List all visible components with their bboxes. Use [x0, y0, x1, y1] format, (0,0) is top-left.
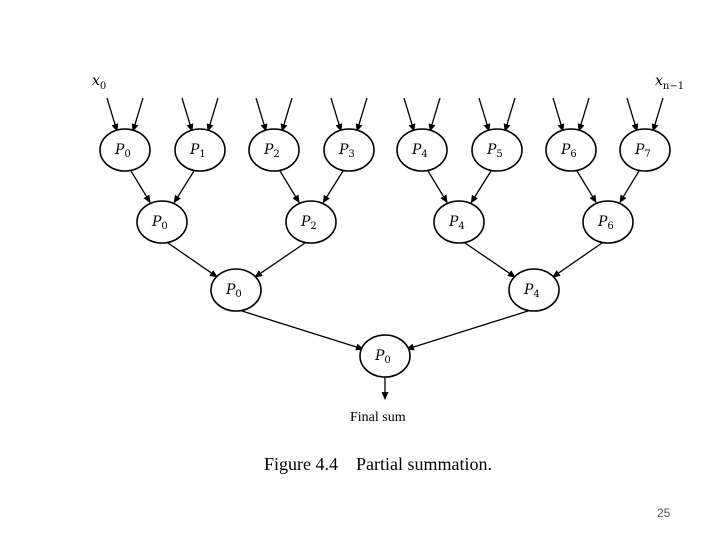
input-arrow: [280, 97, 293, 132]
page-number: 25: [657, 506, 671, 520]
processor-node-circle: [323, 128, 375, 172]
processor-node: P4: [433, 200, 485, 244]
processor-node-label: P0: [151, 214, 168, 232]
processor-node-circle: [285, 200, 337, 244]
tree-edge-arrow: [167, 242, 218, 278]
processor-node: P2: [285, 200, 337, 244]
tree-edge-arrow: [173, 170, 195, 204]
processor-node-label: P0: [374, 348, 391, 366]
input-arrow: [106, 97, 119, 132]
processor-node-label: P6: [560, 142, 577, 160]
processor-node-label: P4: [523, 282, 540, 300]
input-arrow: [651, 97, 664, 132]
processor-node: P1: [174, 128, 226, 172]
tree-edge-arrow: [552, 242, 603, 278]
input-arrow: [503, 97, 516, 132]
processor-node: P7: [619, 128, 671, 172]
processor-node-circle: [508, 268, 560, 312]
tree-edge-arrow: [427, 170, 448, 204]
processor-node-label: P2: [263, 142, 280, 160]
input-arrow: [330, 97, 343, 132]
processor-node-circle: [433, 200, 485, 244]
input-label-first: x0: [92, 73, 106, 92]
processor-node-circle: [99, 128, 151, 172]
processor-node-label: P7: [634, 142, 651, 160]
processor-node-label: P3: [338, 142, 355, 160]
processor-node-circle: [248, 128, 300, 172]
processor-node-label: P6: [597, 214, 614, 232]
input-arrow: [206, 97, 219, 132]
tree-edge-arrow: [241, 310, 365, 351]
tree-edge-arrow: [254, 242, 306, 278]
tree-edge-arrow: [619, 170, 640, 204]
final-sum-label: Final sum: [350, 410, 406, 425]
input-arrow: [428, 97, 441, 132]
processor-node-circle: [359, 334, 411, 378]
processor-node-label: P4: [411, 142, 428, 160]
processor-node-circle: [545, 128, 597, 172]
processor-node-circle: [471, 128, 523, 172]
processor-node: P6: [582, 200, 634, 244]
processor-node: P6: [545, 128, 597, 172]
input-arrow: [131, 97, 144, 132]
processor-node-label: P1: [189, 142, 206, 160]
processor-node-circle: [136, 200, 188, 244]
processor-node-circle: [174, 128, 226, 172]
processor-node: P4: [396, 128, 448, 172]
processor-node: P2: [248, 128, 300, 172]
input-arrow: [355, 97, 368, 132]
processor-node: P5: [471, 128, 523, 172]
processor-node-circle: [619, 128, 671, 172]
processor-node: P0: [136, 200, 188, 244]
input-arrow: [478, 97, 491, 132]
processor-node-label: P5: [486, 142, 503, 160]
input-arrow: [552, 97, 565, 132]
processor-node: P0: [359, 334, 411, 378]
input-arrow: [577, 97, 590, 132]
processor-node: P3: [323, 128, 375, 172]
processor-node: P0: [210, 268, 262, 312]
tree-edge-arrow: [130, 170, 151, 204]
processor-node: P4: [508, 268, 560, 312]
tree-edge-arrow: [576, 170, 597, 204]
processor-node-label: P0: [225, 282, 242, 300]
tree-edge-arrow: [470, 170, 492, 204]
input-arrow: [626, 97, 639, 132]
processor-node-label: P0: [114, 142, 131, 160]
figure-caption: Figure 4.4 Partial summation.: [264, 454, 492, 474]
processor-node-label: P4: [448, 214, 465, 232]
tree-edge-arrow: [279, 170, 300, 204]
processor-node-circle: [396, 128, 448, 172]
input-arrow: [181, 97, 194, 132]
processor-node-circle: [582, 200, 634, 244]
processor-node-label: P2: [300, 214, 317, 232]
input-arrow: [255, 97, 268, 132]
processor-node: P0: [99, 128, 151, 172]
input-arrow: [403, 97, 416, 132]
input-label-last: xn−1: [655, 73, 684, 92]
tree-edge-arrow: [405, 310, 529, 351]
tree-edge-arrow: [464, 242, 516, 278]
processor-node-circle: [210, 268, 262, 312]
tree-edge-arrow: [322, 170, 344, 204]
